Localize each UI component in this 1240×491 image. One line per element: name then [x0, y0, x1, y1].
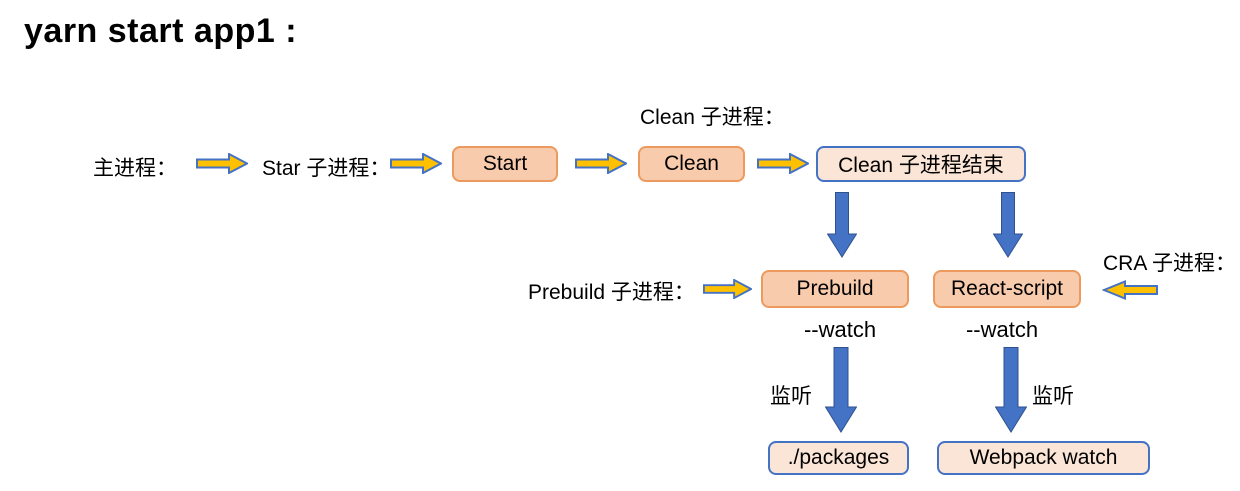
- label-main-process: 主进程：: [93, 157, 177, 180]
- arrow-down-icon: [825, 347, 857, 433]
- label-prebuild-subprocess: Prebuild 子进程：: [528, 281, 695, 304]
- node-webpack-watch: Webpack watch: [937, 441, 1150, 475]
- label-clean-subprocess: Clean 子进程：: [640, 106, 785, 129]
- label-watch-react: --watch: [965, 317, 1039, 342]
- label-cra-subprocess: CRA 子进程：: [1103, 252, 1237, 275]
- node-clean-end: Clean 子进程结束: [816, 146, 1026, 182]
- arrow-left-icon: [1102, 280, 1158, 300]
- arrow-right-icon: [196, 153, 248, 174]
- node-webpack-watch-label: Webpack watch: [969, 446, 1118, 469]
- node-start: Start: [452, 146, 558, 182]
- label-listen-left: 监听: [770, 385, 812, 408]
- node-packages: ./packages: [768, 441, 909, 475]
- node-start-label: Start: [482, 152, 528, 175]
- node-clean-end-label: Clean 子进程结束: [838, 154, 1004, 177]
- label-star-subprocess: Star 子进程：: [262, 157, 391, 180]
- node-react-script-label: React-script: [950, 277, 1064, 300]
- label-listen-right: 监听: [1032, 385, 1074, 408]
- label-watch-prebuild: --watch: [803, 317, 877, 342]
- arrow-down-icon: [827, 192, 857, 258]
- arrow-right-icon: [703, 279, 752, 299]
- node-packages-label: ./packages: [787, 446, 890, 469]
- node-clean-label: Clean: [664, 152, 719, 175]
- arrow-down-icon: [993, 192, 1023, 258]
- node-prebuild-label: Prebuild: [796, 277, 874, 300]
- node-clean: Clean: [638, 146, 745, 182]
- node-react-script: React-script: [933, 270, 1081, 308]
- arrow-right-icon: [575, 153, 627, 174]
- arrow-down-icon: [995, 347, 1027, 433]
- arrow-right-icon: [390, 153, 442, 174]
- arrow-right-icon: [757, 153, 809, 174]
- page-title: yarn start app1 :: [24, 12, 298, 50]
- node-prebuild: Prebuild: [761, 270, 909, 308]
